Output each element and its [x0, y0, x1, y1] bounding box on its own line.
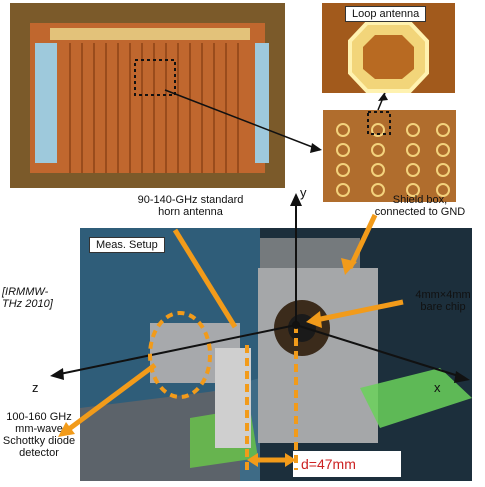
loop-antenna-graphic — [322, 3, 455, 93]
detector-label: 100-160 GHz mm-wave Schottky diode detec… — [2, 411, 76, 459]
chip-region-zoom — [323, 110, 456, 202]
chip-pattern — [10, 3, 285, 188]
detector-callout — [63, 362, 157, 435]
setup-photo-graphic — [80, 228, 472, 481]
meas-setup-label: Meas. Setup — [89, 237, 165, 253]
chip-micrograph — [10, 3, 285, 188]
axis-y-label: y — [300, 185, 307, 200]
distance-label: d=47mm — [293, 451, 401, 477]
chip-region-graphic — [323, 110, 456, 202]
chip-label: 4mm×4mm bare chip — [415, 289, 471, 313]
zoom-region-box — [134, 59, 176, 96]
detector-highlight — [148, 311, 212, 399]
loop-antenna-label: Loop antenna — [345, 6, 427, 22]
horn-antenna-label: 90-140-GHz standard horn antenna — [137, 194, 244, 218]
shield-box-label: Shield box, connected to GND — [374, 194, 466, 218]
x-axis — [295, 324, 466, 379]
citation: [IRMMW- THz 2010] — [2, 286, 53, 310]
zoom-arrow — [164, 89, 321, 151]
axis-x-label: x — [434, 380, 441, 395]
chip-callout — [315, 299, 404, 323]
horn-callout — [172, 228, 238, 329]
loop-antenna-closeup: Loop antenna — [322, 3, 455, 93]
axis-z-label: z — [32, 380, 39, 395]
shield-callout — [347, 213, 378, 270]
z-axis — [54, 324, 297, 376]
measurement-setup-photo: Meas. Setup — [80, 228, 472, 481]
